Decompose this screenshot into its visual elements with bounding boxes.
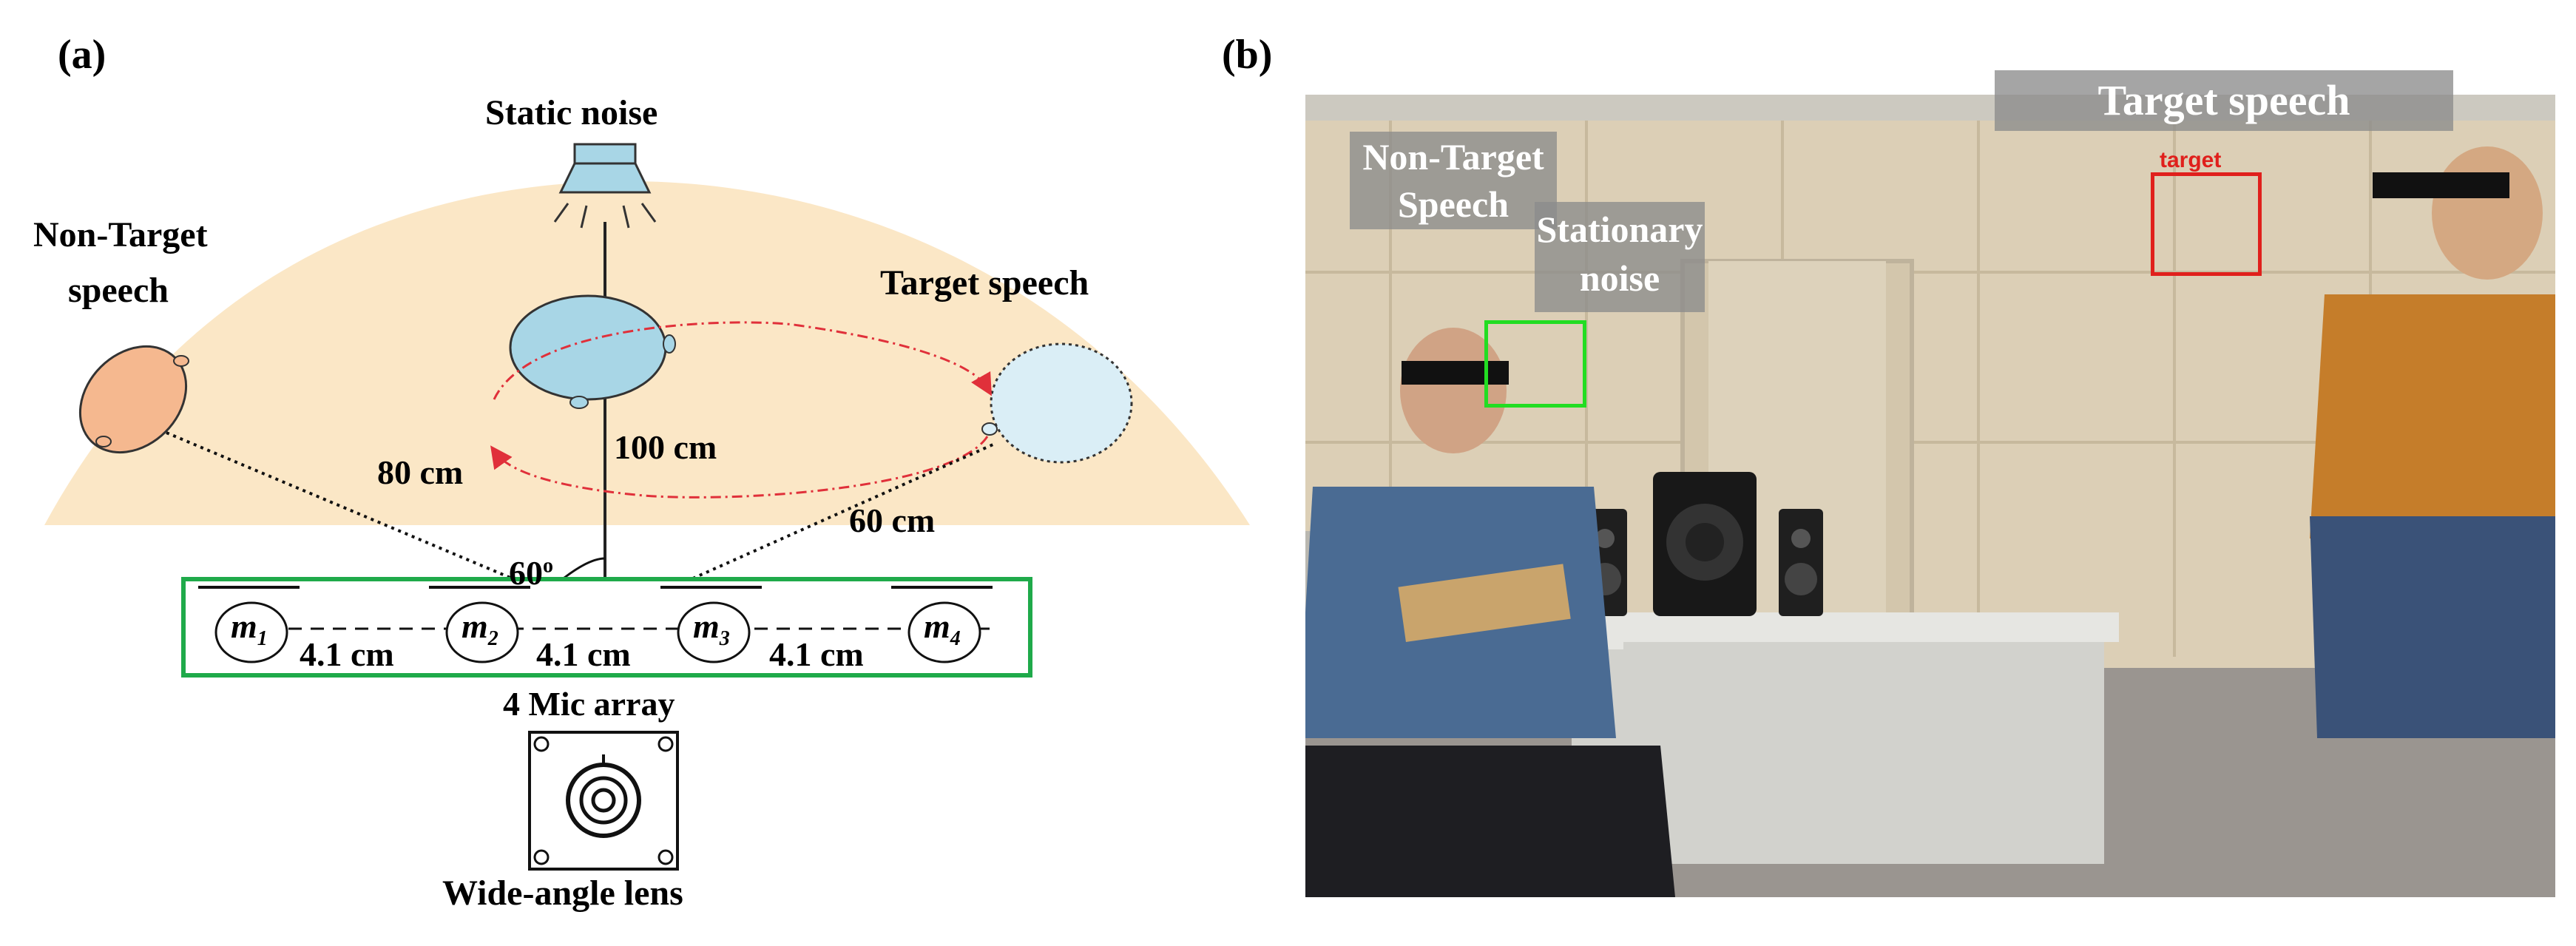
movement-path-bottom: [490, 436, 989, 499]
distance-60cm: 60 cm: [849, 501, 936, 539]
distance-100cm: 100 cm: [614, 428, 717, 466]
static-noise-label: Static noise: [485, 93, 658, 132]
non-target-person: [1305, 328, 1675, 897]
non-target-speech-line2: Speech: [1398, 183, 1509, 225]
target-head-icon: [981, 342, 1133, 464]
lens-label: Wide-angle lens: [442, 874, 683, 913]
center-head-icon: [509, 294, 676, 409]
target-speech-label: Target speech: [880, 263, 1089, 303]
line-80cm: [166, 431, 606, 619]
mic-1-label: m1: [231, 607, 268, 651]
mic-3-label: m3: [693, 607, 730, 651]
stationary-noise-line2: noise: [1579, 257, 1660, 299]
non-target-label-line2: speech: [68, 271, 169, 310]
angle-label: 60o: [509, 554, 553, 592]
target-speech-label-b: Target speech: [1995, 70, 2453, 131]
non-target-label-line1: Non-Target: [33, 215, 208, 254]
spacing-label-1: 4.1 cm: [300, 635, 394, 673]
stationary-noise-pill: Stationary noise: [1535, 202, 1705, 312]
target-face-box: [2151, 172, 2262, 276]
mic-2-icon: [429, 586, 530, 663]
panel-a-label: (a): [58, 32, 107, 78]
mic-2-label: m2: [462, 607, 498, 651]
distance-80cm: 80 cm: [377, 453, 464, 491]
panel-b-label: (b): [1222, 32, 1273, 78]
target-face-tag: target: [2160, 148, 2222, 172]
mic-4-label: m4: [924, 607, 961, 651]
camera-lens-icon: [528, 731, 679, 871]
non-target-speech-line1: Non-Target: [1362, 136, 1544, 178]
mic-3-icon: [660, 586, 762, 663]
mic-1-icon: [198, 586, 300, 663]
non-target-speech-pill: Non-Target Speech: [1350, 132, 1557, 229]
room-photo: target Target speech Non-Target Speech S…: [1305, 95, 2555, 897]
non-target-face-box: [1484, 320, 1586, 408]
speaker-icon: [553, 143, 657, 229]
line-60cm: [604, 442, 995, 619]
array-label: 4 Mic array: [503, 685, 675, 723]
mic-4-icon: [891, 586, 993, 663]
stationary-noise-line1: Stationary: [1536, 209, 1703, 250]
spacing-label-3: 4.1 cm: [769, 635, 864, 673]
movement-path-top: [493, 321, 992, 400]
spacing-label-2: 4.1 cm: [536, 635, 631, 673]
target-person: [2310, 146, 2555, 738]
non-target-head-icon: [78, 345, 189, 454]
mic-array-box: [181, 577, 1032, 678]
